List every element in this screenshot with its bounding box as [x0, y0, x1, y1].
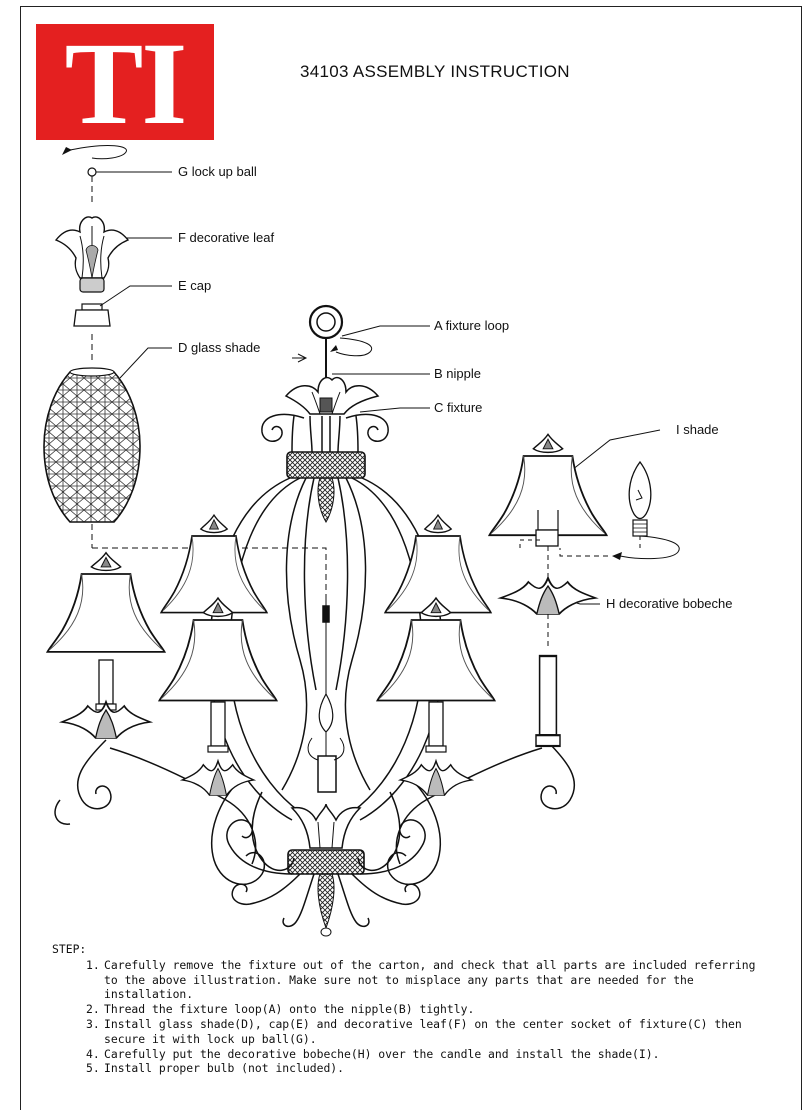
assembly-diagram: G lock up ball F decorative leaf E cap D… [43, 145, 732, 937]
logo-text: TI [64, 18, 188, 149]
step-number: 4. [86, 1046, 100, 1061]
label-e: E cap [178, 278, 211, 293]
step-item: 4. Carefully put the decorative bobeche(… [52, 1047, 772, 1062]
assembly-steps: STEP: 1. Carefully remove the fixture ou… [52, 942, 772, 1076]
step-text: Install proper bulb (not included). [104, 1061, 345, 1076]
step-number: 3. [86, 1016, 100, 1031]
label-d: D glass shade [178, 340, 260, 355]
step-text: Carefully remove the fixture out of the … [104, 957, 756, 1002]
right-outer-arm [395, 739, 576, 865]
step-text: Install glass shade(D), cap(E) and decor… [104, 1016, 742, 1046]
brand-logo: TI [36, 18, 214, 149]
glass-shade-part [43, 367, 327, 610]
step-number: 2. [86, 1002, 100, 1017]
label-leaders [96, 171, 661, 605]
inner-right-back-candle [384, 514, 492, 614]
step-item: 2. Thread the fixture loop(A) onto the n… [52, 1002, 772, 1017]
label-g: G lock up ball [178, 164, 257, 179]
label-i: I shade [676, 422, 719, 437]
page-title: 34103 ASSEMBLY INSTRUCTION [300, 62, 570, 81]
step-item: 3. Install glass shade(D), cap(E) and de… [52, 1017, 772, 1047]
step-number: 5. [86, 1061, 100, 1076]
label-b: B nipple [434, 366, 481, 381]
chandelier-body [208, 304, 444, 937]
page-frame [20, 6, 802, 1110]
lock-up-ball-part [62, 145, 127, 206]
label-a: A fixture loop [434, 318, 509, 333]
step-number: 1. [86, 957, 100, 972]
cap-part [73, 303, 111, 360]
step-text: Thread the fixture loop(A) onto the nipp… [104, 1002, 475, 1017]
left-candle-assembly [46, 551, 166, 739]
right-candle-assembly [488, 433, 680, 748]
steps-heading: STEP: [52, 942, 87, 956]
inner-left-back-candle [160, 514, 268, 614]
step-item: 5. Install proper bulb (not included). [52, 1061, 772, 1076]
label-h: H decorative bobeche [606, 596, 732, 611]
decorative-leaf-part [54, 216, 130, 293]
label-f: F decorative leaf [178, 230, 274, 245]
label-c: C fixture [434, 400, 482, 415]
front-right-candle [376, 597, 496, 796]
left-outer-arm [54, 739, 257, 865]
step-text: Carefully put the decorative bobeche(H) … [104, 1046, 660, 1061]
step-item: 1. Carefully remove the fixture out of t… [52, 958, 772, 1002]
